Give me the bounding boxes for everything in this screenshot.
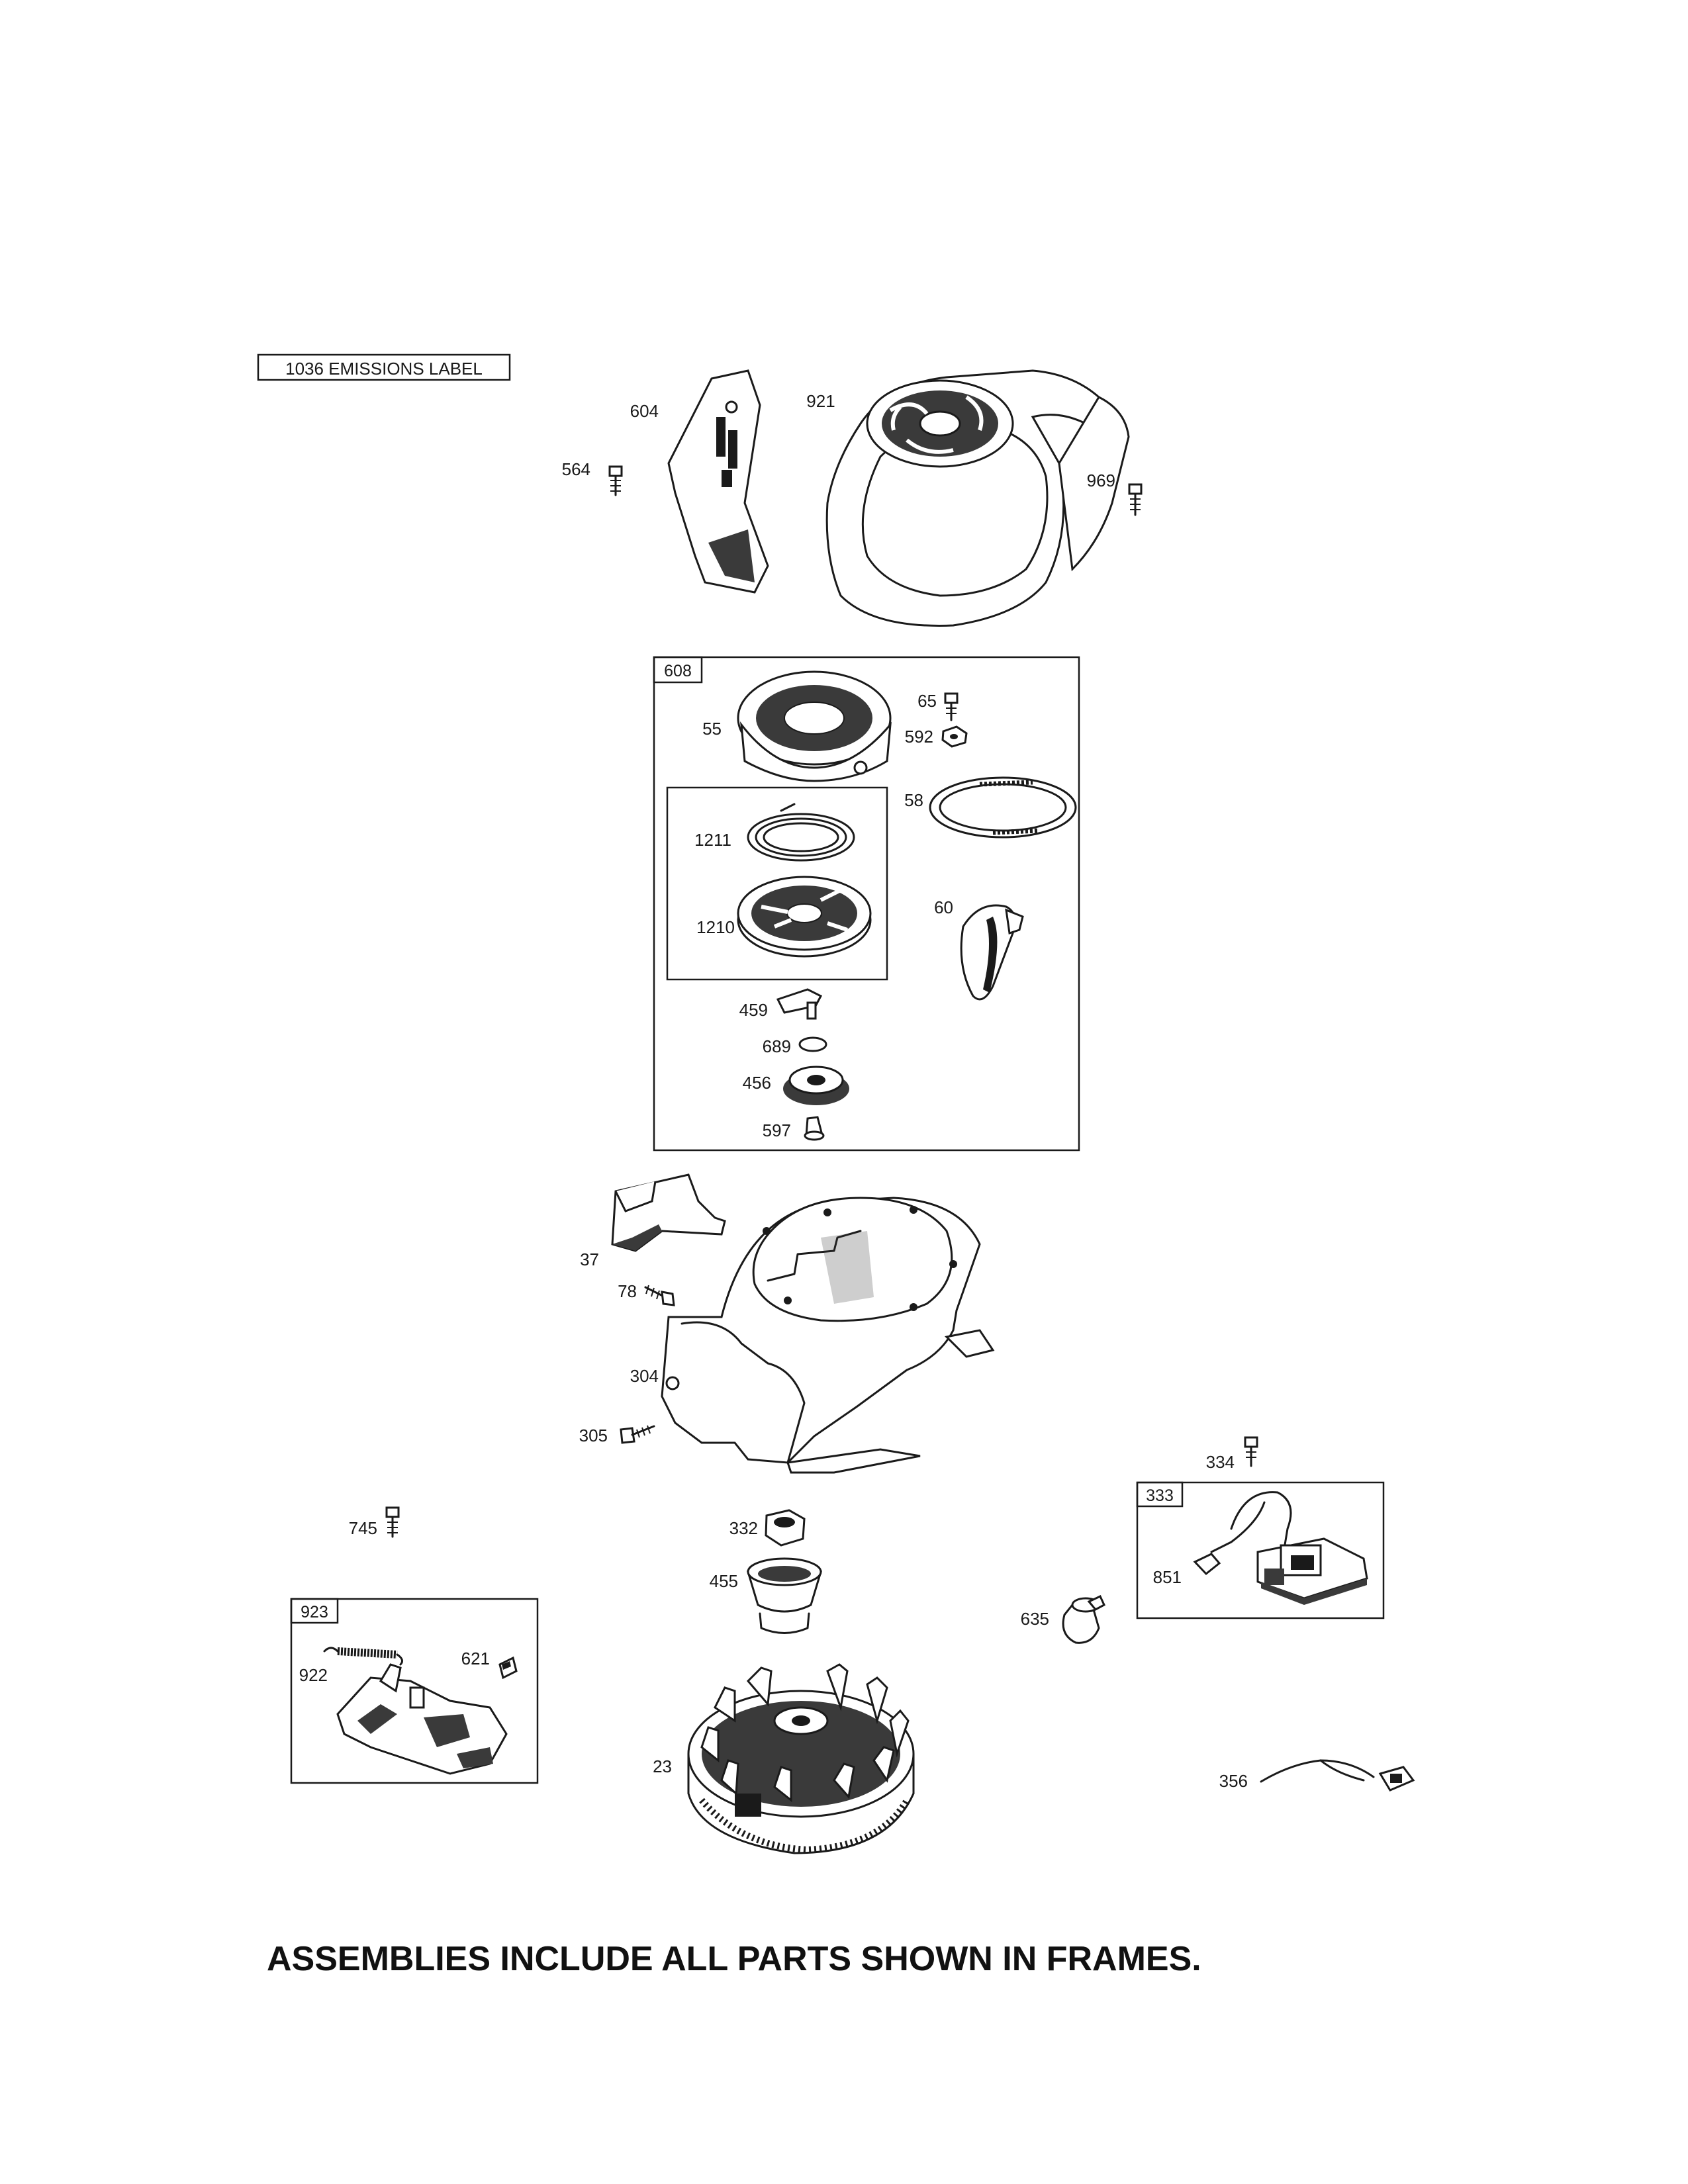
part-922-governor-spring bbox=[323, 1647, 404, 1666]
part-label-608: 608 bbox=[664, 662, 692, 680]
part-label-356: 356 bbox=[1219, 1771, 1248, 1791]
part-label-564: 564 bbox=[562, 459, 590, 479]
part-37-air-guide bbox=[611, 1173, 726, 1252]
part-921-blower-cover bbox=[825, 369, 1130, 627]
part-635-spark-plug-terminal bbox=[1062, 1594, 1105, 1644]
part-label-851: 851 bbox=[1153, 1567, 1182, 1587]
part-label-923: 923 bbox=[301, 1603, 328, 1621]
part-305-bolt bbox=[620, 1425, 655, 1444]
part-label-58: 58 bbox=[904, 790, 923, 810]
part-621-clip bbox=[498, 1656, 518, 1680]
part-label-23: 23 bbox=[653, 1756, 672, 1776]
part-label-1211: 1211 bbox=[694, 830, 731, 850]
part-label-456: 456 bbox=[743, 1073, 771, 1093]
part-label-922: 922 bbox=[299, 1665, 328, 1685]
frame-608: 608 bbox=[653, 656, 1080, 1152]
part-334-screw bbox=[1244, 1436, 1258, 1467]
part-604-deflector bbox=[667, 369, 769, 594]
part-456-ratchet bbox=[783, 1066, 849, 1105]
part-78-bolt bbox=[644, 1285, 675, 1306]
part-58-starter-rope bbox=[929, 776, 1077, 839]
part-label-55: 55 bbox=[702, 719, 722, 739]
part-label-65: 65 bbox=[917, 691, 937, 711]
part-label-455: 455 bbox=[710, 1571, 738, 1591]
part-969-screw bbox=[1128, 483, 1143, 516]
frame-333: 333 bbox=[1136, 1481, 1385, 1619]
part-label-304: 304 bbox=[630, 1366, 659, 1386]
part-597-screw bbox=[804, 1116, 825, 1141]
part-923-governor-bracket bbox=[336, 1663, 508, 1775]
part-label-332: 332 bbox=[729, 1518, 758, 1538]
part-851-spark-plug-boot bbox=[1193, 1553, 1221, 1576]
emissions-label-text: 1036 EMISSIONS LABEL bbox=[285, 359, 483, 379]
part-label-333: 333 bbox=[1146, 1486, 1174, 1505]
part-332-flywheel-nut bbox=[765, 1509, 806, 1547]
part-label-37: 37 bbox=[580, 1250, 599, 1269]
part-label-921: 921 bbox=[806, 391, 835, 411]
part-label-1210: 1210 bbox=[696, 917, 735, 937]
frame-923: 923 bbox=[290, 1598, 539, 1784]
part-label-745: 745 bbox=[349, 1518, 377, 1538]
part-564-screw bbox=[608, 465, 623, 496]
frame-pulley-assembly bbox=[666, 786, 888, 981]
part-1211-rewind-spring bbox=[747, 803, 855, 862]
assemblies-footnote: ASSEMBLIES INCLUDE ALL PARTS SHOWN IN FR… bbox=[267, 1940, 1201, 1978]
part-label-334: 334 bbox=[1206, 1452, 1235, 1472]
part-60-starter-handle bbox=[960, 904, 1024, 1001]
part-459-pawl bbox=[776, 988, 823, 1020]
part-label-604: 604 bbox=[630, 401, 659, 421]
part-label-78: 78 bbox=[618, 1281, 637, 1301]
part-23-flywheel bbox=[687, 1663, 915, 1854]
part-1210-pulley bbox=[737, 876, 872, 958]
part-label-689: 689 bbox=[763, 1036, 791, 1056]
part-label-60: 60 bbox=[934, 897, 953, 917]
part-label-592: 592 bbox=[905, 727, 933, 747]
part-333-ignition-armature bbox=[1210, 1491, 1368, 1605]
part-356-ground-wire bbox=[1260, 1759, 1415, 1792]
part-304-blower-housing bbox=[661, 1197, 995, 1474]
part-55-starter-housing bbox=[737, 670, 892, 782]
part-689-retainer-clip bbox=[798, 1036, 827, 1052]
part-label-597: 597 bbox=[763, 1120, 791, 1140]
part-label-969: 969 bbox=[1087, 471, 1115, 490]
part-label-635: 635 bbox=[1021, 1609, 1049, 1629]
part-label-459: 459 bbox=[739, 1000, 768, 1020]
part-455-starter-cup bbox=[746, 1557, 823, 1634]
part-label-305: 305 bbox=[579, 1426, 608, 1445]
emissions-label-callout: 1036 EMISSIONS LABEL bbox=[257, 353, 511, 381]
part-745-screw bbox=[385, 1506, 400, 1538]
part-65-screw bbox=[944, 692, 959, 721]
part-label-621: 621 bbox=[461, 1649, 490, 1668]
part-592-nut bbox=[941, 725, 968, 748]
